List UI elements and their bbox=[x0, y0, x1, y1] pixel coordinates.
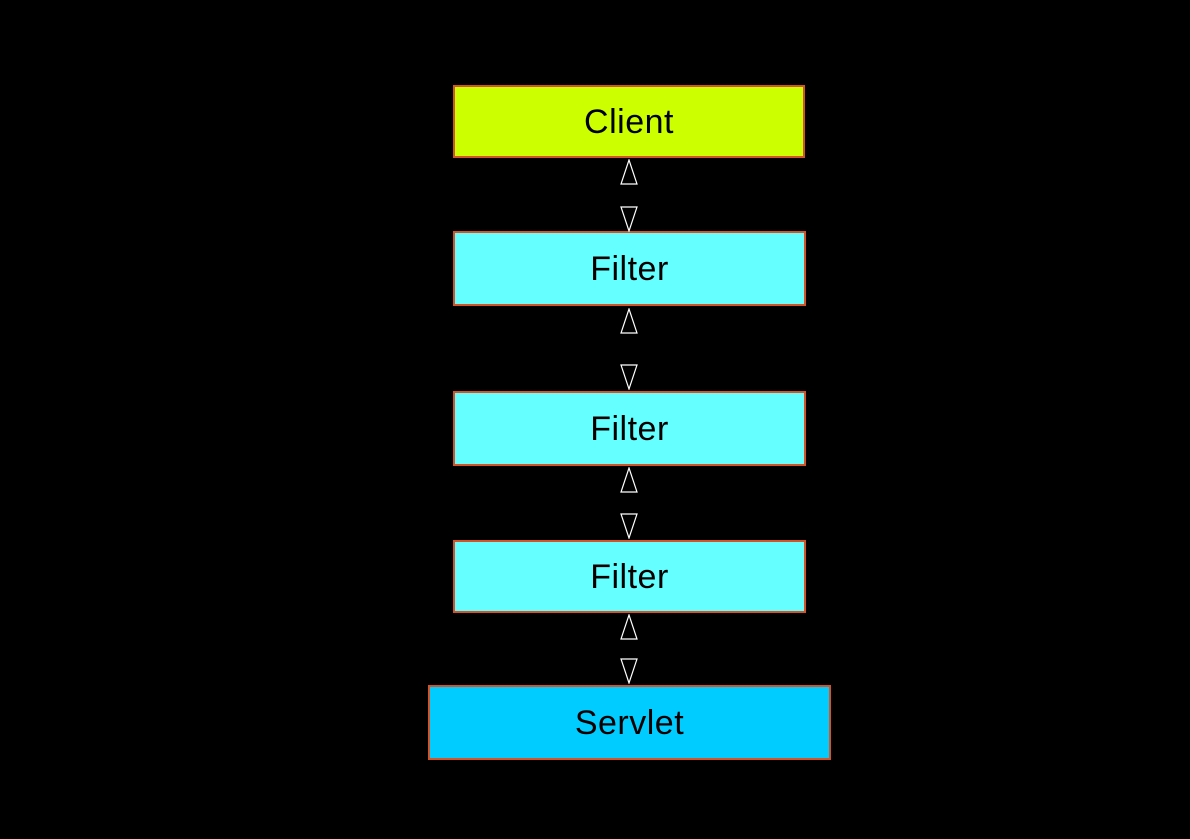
node-filter-3: Filter bbox=[453, 540, 806, 613]
node-client-label: Client bbox=[584, 102, 674, 141]
arrow-down-icon bbox=[620, 658, 638, 684]
node-filter-1: Filter bbox=[453, 231, 806, 306]
arrow-up-icon bbox=[620, 159, 638, 185]
node-filter-2-label: Filter bbox=[590, 409, 669, 448]
node-client: Client bbox=[453, 85, 805, 158]
node-filter-3-label: Filter bbox=[590, 557, 669, 596]
arrow-down-icon bbox=[620, 206, 638, 232]
node-servlet: Servlet bbox=[428, 685, 831, 760]
arrow-down-icon bbox=[620, 364, 638, 390]
arrow-up-icon bbox=[620, 467, 638, 493]
node-filter-1-label: Filter bbox=[590, 249, 669, 288]
arrow-up-icon bbox=[620, 308, 638, 334]
node-filter-2: Filter bbox=[453, 391, 806, 466]
arrow-up-icon bbox=[620, 614, 638, 640]
arrow-down-icon bbox=[620, 513, 638, 539]
node-servlet-label: Servlet bbox=[574, 703, 685, 742]
